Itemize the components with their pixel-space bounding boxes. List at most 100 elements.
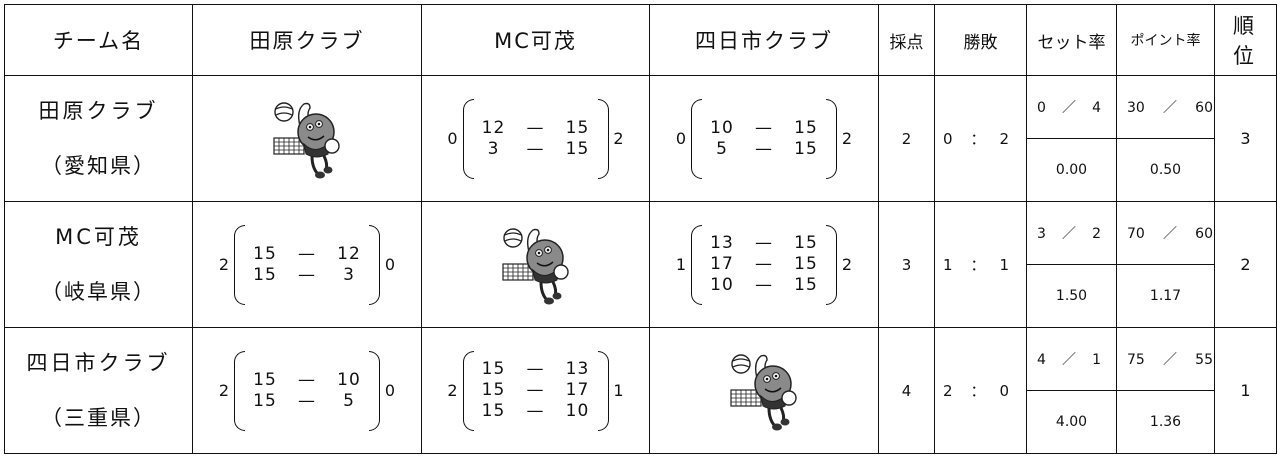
sets-won-left: 2 [447,381,458,400]
points-lost: 55 [1195,352,1213,368]
header-col-1: 田原クラブ [192,4,422,76]
score-dash: — [755,233,773,253]
set-score: 10—15 [709,275,819,296]
round-robin-table: チーム名 田原クラブ MC可茂 四日市クラブ 採点 勝敗 セット率 ポイント率 … [4,4,1277,454]
set-score: 17 — 15 [709,254,819,275]
points-lost: 60 [1195,100,1213,116]
sets-won: 3 [1037,226,1046,242]
set-score: 15—17 [481,380,591,401]
sets-won-right: 1 [613,381,624,400]
set-score-opponent: 5 [343,390,355,411]
set-score-opponent: 17 [565,380,590,400]
sets-won-right: 2 [841,255,853,274]
win-loss-cell: 1：1 [934,201,1027,328]
score-dash: — [298,369,316,390]
volleyball-mascot-icon [650,348,878,434]
volleyball-mascot-icon [193,96,421,182]
set-rate-value: 0.00 [1026,138,1117,202]
set-score-opponent: 12 [337,243,361,264]
point-rate-value: 0.50 [1116,138,1215,202]
header-win-loss: 勝敗 [934,4,1027,76]
sets-won: 0 [1037,100,1046,116]
win-loss-cell: 2：0 [934,327,1027,454]
sets-lost: 1 [1092,352,1101,368]
set-ratio-cell: 0／4 [1026,75,1117,139]
score-dash: — [526,380,545,400]
point-ratio-cell: 70／60 [1116,201,1215,265]
set-score: 15 — 13 [481,359,591,380]
points-cell: 4 [878,327,935,454]
team-prefecture: （岐阜県） [41,279,156,304]
set-score-opponent: 15 [794,254,818,274]
set-score: 15—12 [252,244,362,265]
sets-won-left: 2 [218,255,230,274]
set-score-opponent: 13 [565,359,590,379]
self-match-cell [649,327,879,454]
points-won: 30 [1127,100,1145,116]
losses: 2 [999,130,1009,148]
team-cell: 四日市クラブ（三重県） [4,327,193,454]
header-row: チーム名 田原クラブ MC可茂 四日市クラブ 採点 勝敗 セット率 ポイント率 … [4,4,1277,76]
ratio-slash: ／ [1062,352,1076,368]
score-dash: — [526,359,545,379]
point-ratio-cell: 30／60 [1116,75,1215,139]
rank-cell: 3 [1214,75,1277,202]
team-cell: MC可茂 （岐阜県） [4,201,193,328]
set-score-own: 15 [481,359,506,379]
score-dash: — [755,254,773,274]
score-dash: — [526,138,545,159]
wins: 2 [943,382,953,400]
wins: 0 [943,130,953,148]
point-ratio-cell: 75／55 [1116,327,1215,391]
ratio-slash: ／ [1062,226,1076,242]
set-score: 15—5 [252,391,362,412]
set-score-own: 5 [716,138,728,159]
header-set-rate: セット率 [1026,4,1117,76]
set-score-own: 15 [253,243,277,264]
sets-won-right: 2 [841,129,853,148]
sets-won: 4 [1037,352,1046,368]
set-score: 15—3 [252,265,362,286]
set-score: 12—15 [481,118,591,139]
set-score-own: 17 [710,254,734,274]
score-dash: — [526,117,545,138]
set-score-own: 12 [481,117,506,138]
set-score-own: 15 [481,401,506,421]
set-score-own: 13 [710,233,734,253]
set-ratio-cell: 4 ／ 1 [1026,327,1117,391]
set-score-opponent: 15 [794,233,818,253]
rank-cell: 1 [1214,327,1277,454]
win-loss-colon: ： [970,130,986,148]
point-rate-value: 1.17 [1116,264,1215,328]
set-ratio-cell: 3／2 [1026,201,1117,265]
team-cell: 田原クラブ（愛知県） [4,75,193,202]
points-cell: 3 [878,201,935,328]
set-score-own: 3 [487,138,500,159]
set-rate-value: 4.00 [1026,390,1117,454]
score-dash: — [298,264,316,285]
team-name: MC可茂 [55,224,142,249]
sets-won-left: 0 [447,129,458,148]
losses: 1 [999,256,1009,274]
wins: 1 [943,256,953,274]
set-score-own: 15 [253,264,277,285]
self-match-cell [192,75,422,202]
score-dash: — [755,275,773,295]
